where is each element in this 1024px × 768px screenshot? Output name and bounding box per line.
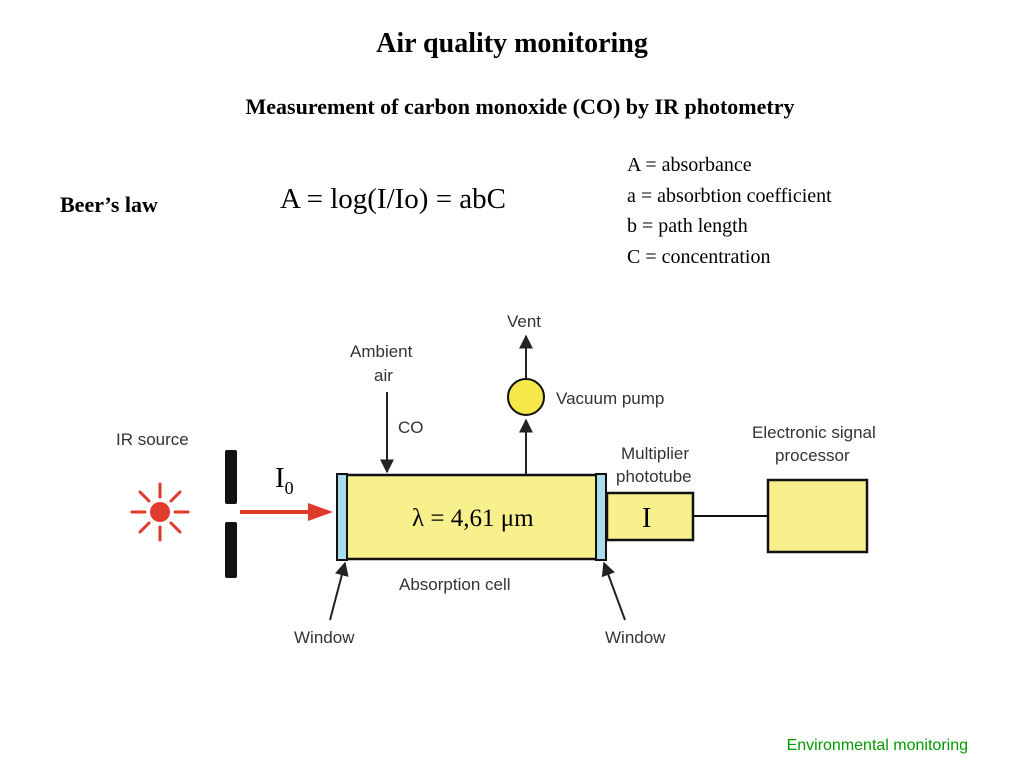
variable-legend: A = absorbance a = absorbtion coefficien…	[627, 150, 832, 272]
left-window-pointer	[329, 561, 349, 621]
vacuum-pump-label: Vacuum pump	[556, 389, 664, 408]
vent-label: Vent	[507, 312, 541, 331]
i0-label-subscript: 0	[285, 478, 294, 498]
beers-law-label: Beer’s law	[60, 192, 158, 217]
right-window-label: Window	[605, 628, 666, 647]
absorption-cell	[343, 473, 599, 561]
vacuum-pump	[507, 378, 545, 416]
beers-law-formula: A = log(I/Io) = abC	[280, 183, 507, 215]
i0-label-main: I	[275, 462, 285, 494]
ir-source-icon	[130, 482, 190, 542]
right-window-pointer	[601, 561, 626, 621]
intensity-label: I	[642, 503, 651, 534]
ambient-air-label-line2: air	[374, 366, 393, 385]
slide-subtitle: Measurement of carbon monoxide (CO) by I…	[245, 94, 795, 119]
co-label: CO	[398, 418, 424, 437]
slit-upper-bar	[225, 450, 237, 504]
electronic-signal-processor	[766, 478, 869, 554]
legend-item-path-length: b = path length	[627, 215, 748, 237]
electronic-signal-processor-label-line2: processor	[775, 446, 850, 465]
multiplier-phototube-label-line1: Multiplier	[621, 444, 689, 463]
absorption-cell-label: Absorption cell	[399, 575, 511, 594]
legend-item-concentration: C = concentration	[627, 245, 771, 268]
legend-item-absorption-coefficient: a = absorbtion coefficient	[627, 184, 832, 207]
i0-label: I0	[275, 462, 294, 498]
footer-label: Environmental monitoring	[786, 737, 968, 754]
electronic-signal-processor-label-line1: Electronic signal	[752, 423, 876, 442]
multiplier-phototube-label-line2: phototube	[616, 467, 692, 486]
slide-title: Air quality monitoring	[376, 28, 648, 59]
wavelength-label: λ = 4,61 μm	[412, 505, 534, 532]
right-window	[595, 473, 607, 561]
multiplier-phototube	[605, 491, 695, 542]
slit-lower-bar	[225, 522, 237, 578]
ir-source-label: IR source	[116, 430, 189, 449]
legend-item-absorbance: A = absorbance	[627, 154, 752, 176]
ambient-air-label-line1: Ambient	[350, 342, 413, 361]
left-window	[336, 473, 348, 561]
ir-beam-arrow	[240, 503, 333, 521]
left-window-label: Window	[294, 628, 355, 647]
